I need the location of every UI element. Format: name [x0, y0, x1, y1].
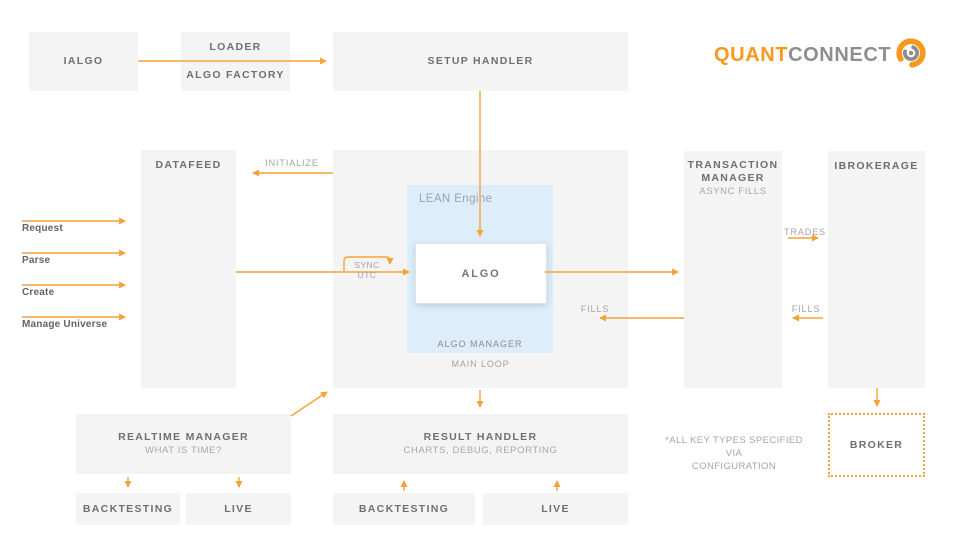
- trades-label: TRADES: [784, 227, 826, 237]
- setup-handler-box: SETUP HANDLER: [333, 32, 628, 91]
- broker-box: BROKER: [828, 413, 925, 477]
- datafeed-input-parse: Parse: [22, 255, 51, 266]
- backtesting-box-left: BACKTESTING: [76, 493, 180, 525]
- ialgo-box: IALGO: [29, 32, 138, 91]
- datafeed-input-request: Request: [22, 223, 63, 234]
- quantconnect-wordmark: QUANTCONNECT: [714, 40, 891, 70]
- realtime-manager-label: REALTIME MANAGER: [118, 431, 249, 443]
- loader-label: LOADER: [209, 41, 262, 53]
- backtesting-center-label: BACKTESTING: [358, 502, 450, 515]
- arrow-realtime-manager-to-lean: [290, 391, 328, 417]
- live-center-label: LIVE: [541, 502, 570, 515]
- algo-manager-label: ALGO MANAGER: [437, 339, 523, 349]
- result-handler-box: RESULT HANDLER CHARTS, DEBUG, REPORTING: [333, 414, 628, 474]
- transaction-manager-label-1: TRANSACTION: [687, 159, 779, 171]
- quantconnect-swirl-icon: [896, 38, 926, 68]
- datafeed-label: DATAFEED: [155, 159, 222, 171]
- live-box-left: LIVE: [186, 493, 291, 525]
- configuration-note-line2: CONFIGURATION: [691, 461, 777, 472]
- transaction-manager-label-2: MANAGER: [701, 172, 765, 184]
- loader-box: LOADER ALGO FACTORY: [181, 32, 290, 91]
- configuration-note-line1: *ALL KEY TYPES SPECIFIED VIA: [665, 435, 803, 459]
- ialgo-label: IALGO: [63, 55, 104, 67]
- quantconnect-logo: QUANTCONNECT: [714, 38, 928, 70]
- fills-inner-label: FILLS: [580, 304, 610, 314]
- setup-handler-label: SETUP HANDLER: [427, 55, 534, 67]
- charts-debug-reporting-label: CHARTS, DEBUG, REPORTING: [403, 445, 558, 456]
- ibrokerage-label: IBROKERAGE: [834, 160, 919, 172]
- result-handler-label: RESULT HANDLER: [423, 431, 538, 443]
- datafeed-box: DATAFEED: [141, 150, 236, 388]
- fills-outer-label: FILLS: [791, 304, 821, 314]
- live-box-center: LIVE: [483, 493, 628, 525]
- main-loop-label: MAIN LOOP: [451, 359, 510, 369]
- logo-quant-text: QUANT: [714, 44, 789, 66]
- algo-label: ALGO: [461, 267, 501, 280]
- live-left-label: LIVE: [224, 502, 253, 515]
- datafeed-input-create: Create: [22, 287, 55, 298]
- backtesting-left-label: BACKTESTING: [82, 502, 174, 515]
- ibrokerage-box: IBROKERAGE: [828, 151, 925, 388]
- algo-factory-label: ALGO FACTORY: [186, 69, 285, 81]
- transaction-manager-box: TRANSACTION MANAGER ASYNC FILLS: [684, 151, 782, 388]
- logo-connect-text: CONNECT: [788, 44, 892, 66]
- sync-utc-label: SYNC UTC: [354, 260, 380, 280]
- configuration-note: *ALL KEY TYPES SPECIFIED VIA CONFIGURATI…: [656, 434, 812, 473]
- broker-label: BROKER: [849, 438, 904, 451]
- what-is-time-label: WHAT IS TIME?: [145, 445, 222, 456]
- initialize-label: INITIALIZE: [265, 158, 319, 168]
- backtesting-box-center: BACKTESTING: [333, 493, 475, 525]
- datafeed-input-manage-universe: Manage Universe: [22, 319, 108, 330]
- lean-engine-label: LEAN Engine: [419, 193, 493, 205]
- async-fills-label: ASYNC FILLS: [699, 186, 767, 197]
- algo-box: ALGO: [415, 243, 547, 304]
- realtime-manager-box: REALTIME MANAGER WHAT IS TIME?: [76, 414, 291, 474]
